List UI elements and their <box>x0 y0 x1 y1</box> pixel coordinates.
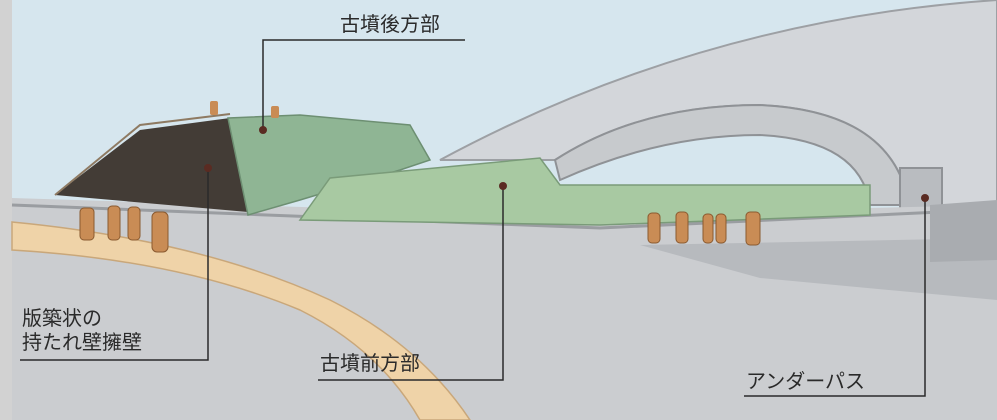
rammed-earth-wall <box>55 118 248 212</box>
marker-front-mound <box>499 182 507 190</box>
marker-retaining-wall <box>204 164 212 172</box>
label-rear-mound: 古墳後方部 <box>340 12 440 36</box>
people-group-left <box>79 205 169 253</box>
leader-line-retaining-wall <box>20 168 209 361</box>
marker-underpass <box>921 194 929 202</box>
label-retaining-wall: 版築状の 持たれ壁擁壁 <box>22 306 142 354</box>
front-mound <box>298 157 871 226</box>
wall-rail <box>54 113 231 196</box>
lower-road <box>640 238 997 300</box>
left-border-strip <box>0 0 12 420</box>
leader-line-underpass <box>744 198 926 397</box>
sandy-path <box>11 221 471 420</box>
right-lower-wall <box>930 200 997 262</box>
label-front-mound: 古墳前方部 <box>320 351 420 375</box>
rear-mound <box>227 114 432 216</box>
marker-rear-mound <box>259 126 267 134</box>
label-retaining-wall-line1: 版築状の <box>22 306 102 330</box>
label-underpass: アンダーパス <box>746 369 865 393</box>
label-retaining-wall-line2: 持たれ壁擁壁 <box>22 330 142 354</box>
leader-line-front-mound <box>318 186 504 381</box>
people-group-right <box>647 211 761 246</box>
leader-line-rear-mound <box>262 39 465 130</box>
people-on-mound <box>210 101 279 118</box>
